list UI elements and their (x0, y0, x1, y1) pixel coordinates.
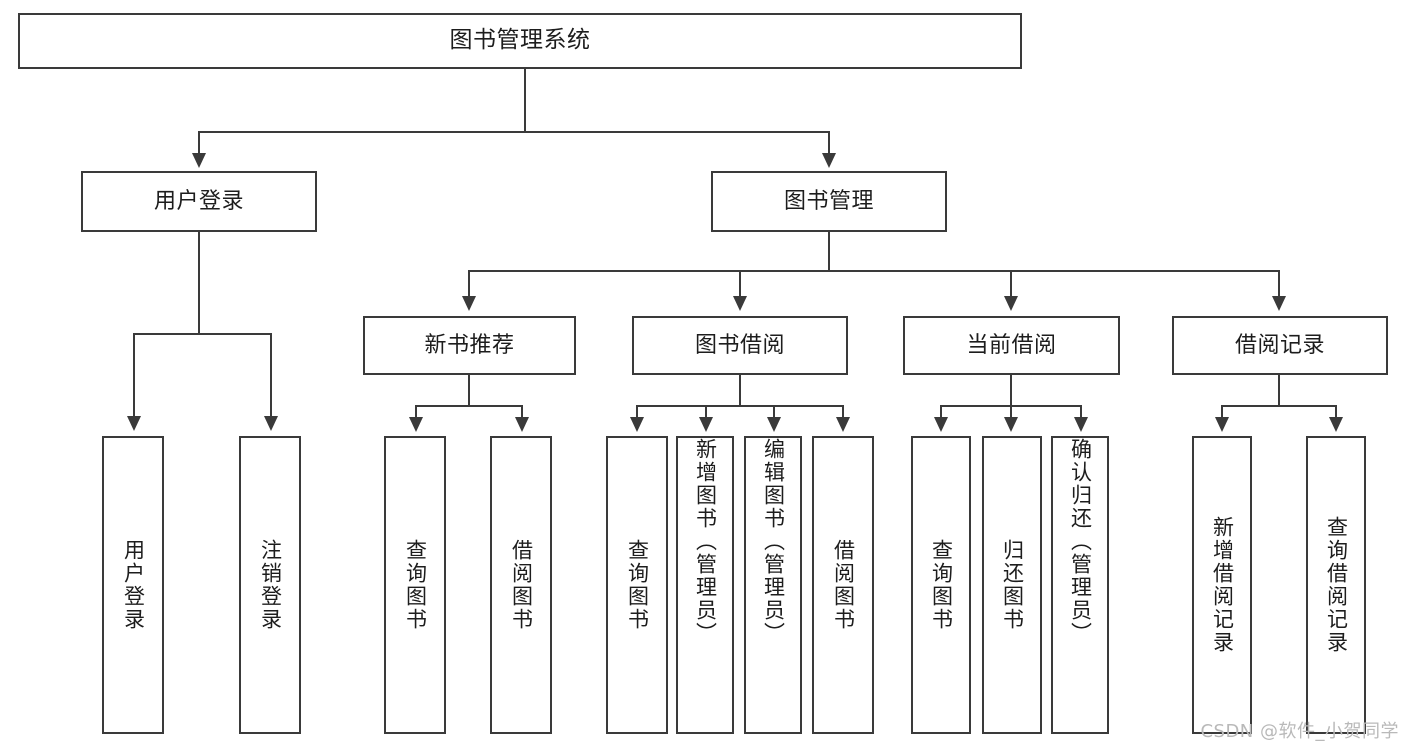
connector-userlogin-stem (198, 232, 200, 334)
node-current-borrow[interactable]: 当前借阅 (903, 316, 1120, 375)
arrow-newbook-leaf2 (515, 417, 529, 432)
connector-root-stem (524, 69, 526, 132)
connector-bookmgmt-to-records (1278, 270, 1280, 298)
connector-records-stem (1278, 375, 1280, 406)
node-label: 图书管理 (783, 188, 874, 214)
leaf-edit-book-admin[interactable]: 编辑图书（管理员） (744, 436, 802, 734)
node-label: 查询图书 (403, 539, 428, 631)
arrow-borrow-leaf4 (836, 417, 850, 432)
arrow-userlogin-leaf2 (264, 416, 278, 431)
arrow-current-leaf2 (1004, 417, 1018, 432)
node-new-book-recommend[interactable]: 新书推荐 (363, 316, 576, 375)
arrow-bookmgmt-to-current (1004, 296, 1018, 311)
node-label: 新增借阅记录 (1210, 516, 1235, 654)
connector-current-leaf2 (1010, 405, 1012, 419)
node-book-management[interactable]: 图书管理 (711, 171, 947, 232)
leaf-add-borrow-record[interactable]: 新增借阅记录 (1192, 436, 1252, 734)
connector-borrow-leaf2 (705, 405, 707, 419)
connector-borrow-bar (636, 405, 844, 407)
arrow-root-to-userlogin (192, 153, 206, 168)
leaf-logout[interactable]: 注销登录 (239, 436, 301, 734)
node-label: 图书借阅 (694, 332, 785, 358)
leaf-query-book-current[interactable]: 查询图书 (911, 436, 971, 734)
node-book-borrow[interactable]: 图书借阅 (632, 316, 848, 375)
leaf-query-book-borrow[interactable]: 查询图书 (606, 436, 668, 734)
arrow-borrow-leaf2 (699, 417, 713, 432)
arrow-borrow-leaf1 (630, 417, 644, 432)
node-root-system[interactable]: 图书管理系统 (18, 13, 1022, 69)
arrow-records-leaf2 (1329, 417, 1343, 432)
node-label: 查询图书 (625, 539, 650, 631)
connector-root-to-userlogin (198, 131, 200, 156)
connector-records-leaf2 (1335, 405, 1337, 419)
connector-root-bar (198, 131, 830, 133)
connector-newbook-leaf2 (521, 405, 523, 419)
node-label: 编辑图书（管理员） (761, 438, 786, 645)
leaf-borrow-book-recommend[interactable]: 借阅图书 (490, 436, 552, 734)
arrow-current-leaf1 (934, 417, 948, 432)
arrow-root-to-bookmgmt (822, 153, 836, 168)
node-label: 借阅记录 (1234, 332, 1325, 358)
connector-bookmgmt-bar (468, 270, 1280, 272)
connector-current-stem (1010, 375, 1012, 406)
node-label: 当前借阅 (966, 332, 1057, 358)
node-label: 新书推荐 (424, 332, 515, 358)
connector-bookmgmt-stem (828, 232, 830, 271)
connector-records-bar (1221, 405, 1337, 407)
node-label: 查询借阅记录 (1324, 516, 1349, 654)
node-label: 注销登录 (258, 539, 283, 631)
leaf-query-borrow-record[interactable]: 查询借阅记录 (1306, 436, 1366, 734)
connector-userlogin-leaf1 (133, 333, 135, 418)
node-label: 归还图书 (1000, 539, 1025, 631)
connector-newbook-bar (415, 405, 523, 407)
node-label: 借阅图书 (831, 539, 856, 631)
connector-bookmgmt-to-borrow (739, 270, 741, 298)
connector-records-leaf1 (1221, 405, 1223, 419)
connector-current-leaf3 (1080, 405, 1082, 419)
node-label: 新增图书（管理员） (693, 438, 718, 645)
connector-borrow-stem (739, 375, 741, 406)
connector-borrow-leaf3 (773, 405, 775, 419)
arrow-newbook-leaf1 (409, 417, 423, 432)
arrow-bookmgmt-to-borrow (733, 296, 747, 311)
connector-current-leaf1 (940, 405, 942, 419)
arrow-current-leaf3 (1074, 417, 1088, 432)
connector-newbook-leaf1 (415, 405, 417, 419)
connector-root-to-bookmgmt (828, 131, 830, 156)
leaf-query-book-recommend[interactable]: 查询图书 (384, 436, 446, 734)
arrow-borrow-leaf3 (767, 417, 781, 432)
connector-bookmgmt-to-newbook (468, 270, 470, 298)
leaf-user-login[interactable]: 用户登录 (102, 436, 164, 734)
node-label: 确认归还（管理员） (1068, 438, 1093, 645)
connector-newbook-stem (468, 375, 470, 406)
leaf-borrow-book[interactable]: 借阅图书 (812, 436, 874, 734)
node-user-login[interactable]: 用户登录 (81, 171, 317, 232)
node-label: 借阅图书 (509, 539, 534, 631)
node-label: 用户登录 (153, 188, 244, 214)
node-label: 查询图书 (929, 539, 954, 631)
connector-userlogin-leaf2 (270, 333, 272, 418)
connector-bookmgmt-to-current (1010, 270, 1012, 298)
node-borrow-records[interactable]: 借阅记录 (1172, 316, 1388, 375)
connector-borrow-leaf4 (842, 405, 844, 419)
arrow-bookmgmt-to-records (1272, 296, 1286, 311)
node-label: 图书管理系统 (449, 27, 591, 54)
leaf-return-book[interactable]: 归还图书 (982, 436, 1042, 734)
node-label: 用户登录 (121, 539, 146, 631)
arrow-userlogin-leaf1 (127, 416, 141, 431)
leaf-confirm-return-admin[interactable]: 确认归还（管理员） (1051, 436, 1109, 734)
arrow-records-leaf1 (1215, 417, 1229, 432)
leaf-add-book-admin[interactable]: 新增图书（管理员） (676, 436, 734, 734)
connector-borrow-leaf1 (636, 405, 638, 419)
arrow-bookmgmt-to-newbook (462, 296, 476, 311)
connector-userlogin-bar (133, 333, 272, 335)
